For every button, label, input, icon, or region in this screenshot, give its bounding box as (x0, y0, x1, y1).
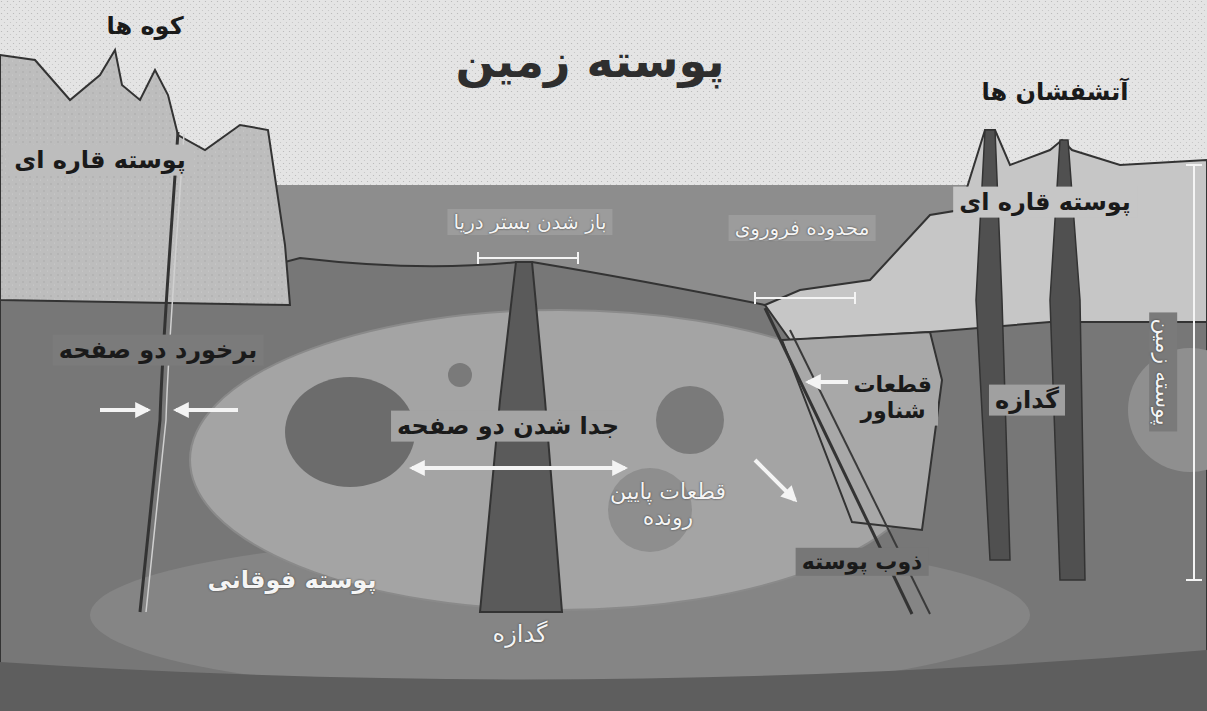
process-label: قطعات پایین رونده (608, 479, 728, 532)
collision-fault (146, 134, 184, 612)
region-label: آتشفشان ها (982, 78, 1129, 107)
region-label: پوسته قاره ای (8, 145, 192, 176)
process-label: قطعات شناور (848, 371, 938, 426)
dimension-label: پوسته زمین (1149, 312, 1177, 431)
deep-layer (0, 650, 1207, 711)
material-label: گدازه (493, 620, 548, 649)
mantle (0, 258, 1207, 711)
motion-arrow (100, 382, 848, 500)
collision-fault (140, 132, 178, 612)
diagram-title: پوسته زمین (455, 34, 724, 89)
mantle-blob (448, 363, 472, 387)
region-label: کوه ها (106, 12, 183, 41)
layer-label: پوسته فوقانی (207, 566, 376, 595)
process-label: جدا شدن دو صفحه (391, 411, 625, 442)
process-label: برخورد دو صفحه (53, 335, 264, 366)
zone-label: باز شدن بستر دریا (447, 209, 612, 235)
mantle-blob (656, 386, 724, 454)
zone-label: محدوده فروروی (729, 215, 876, 241)
region-label: پوسته قاره ای (953, 187, 1137, 218)
process-label: ذوب پوسته (796, 548, 929, 576)
continental-crust-left (0, 50, 290, 305)
material-label: گدازه (989, 385, 1065, 416)
